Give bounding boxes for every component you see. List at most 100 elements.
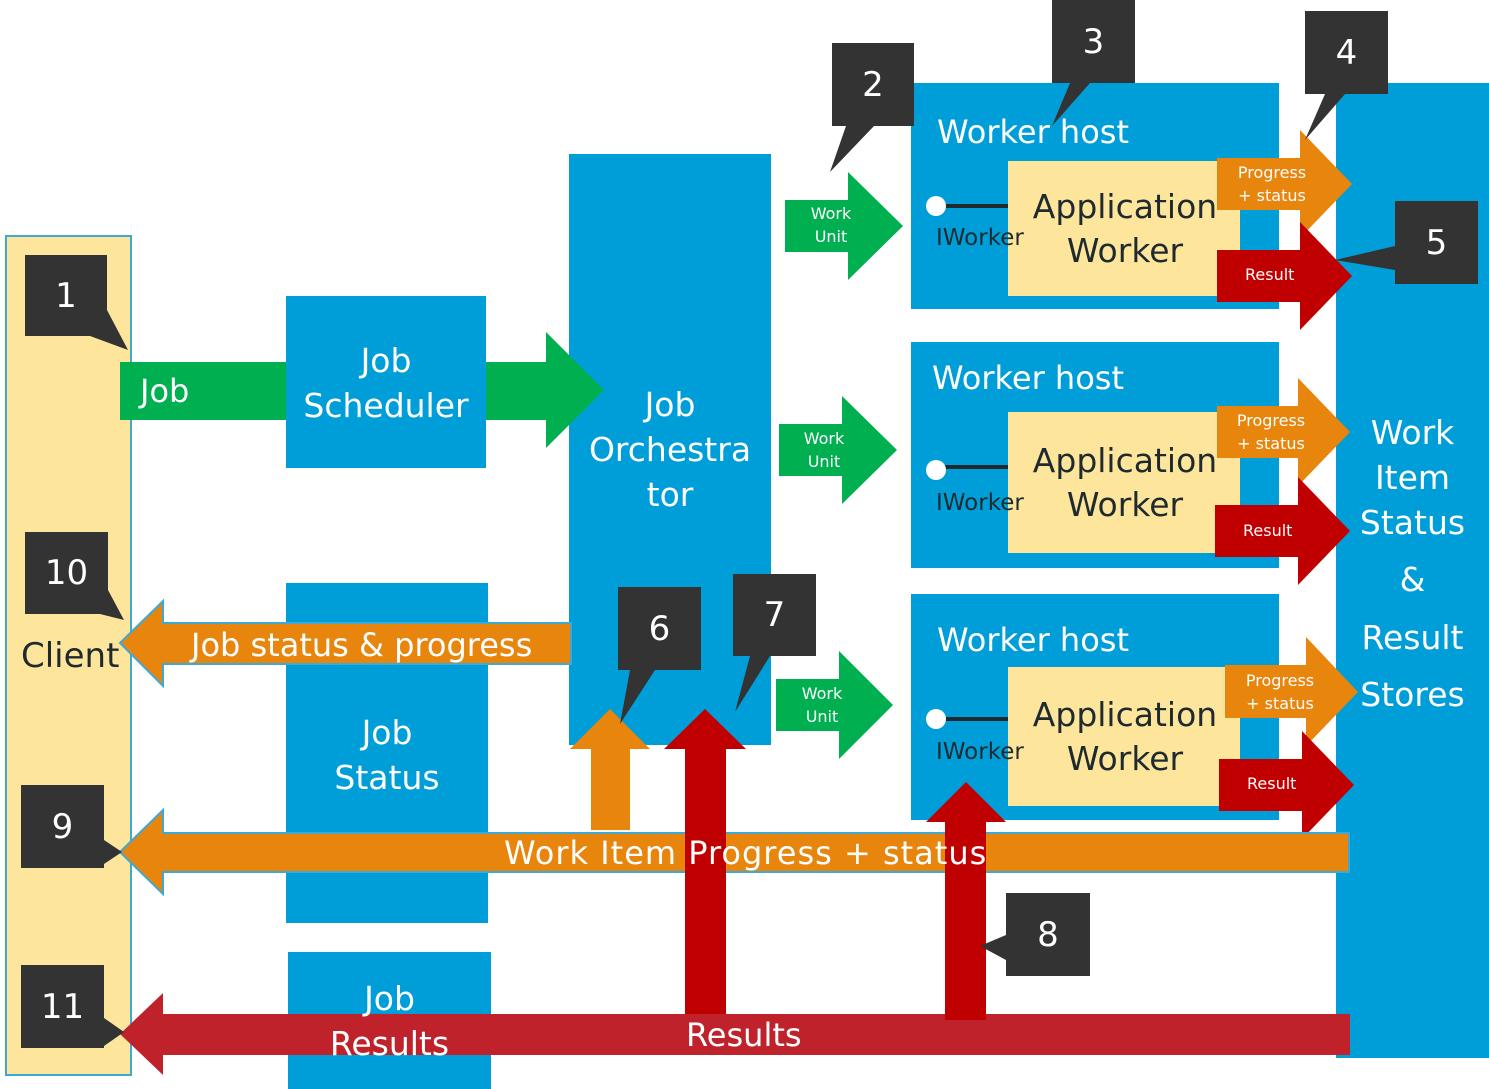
progress-label-3: Progress + status bbox=[1228, 669, 1332, 715]
progress-line1-2: Progress bbox=[1236, 411, 1306, 430]
work-unit-line2-1: Unit bbox=[814, 227, 848, 246]
app-worker-label-1: Application Worker bbox=[1020, 184, 1230, 274]
progress-line2-1: + status bbox=[1238, 186, 1306, 205]
work-unit-line2-2: Unit bbox=[807, 452, 841, 471]
job-status-line2: Status bbox=[334, 758, 440, 797]
client-label: Client bbox=[21, 636, 120, 676]
job-scheduler-label: Job Scheduler bbox=[286, 338, 486, 428]
result-label-1: Result bbox=[1245, 265, 1295, 284]
callout-3: 3 bbox=[1082, 21, 1105, 62]
worker-host-title-2: Worker host bbox=[932, 359, 1124, 397]
job-orchestrator-line2: Orchestra bbox=[588, 430, 752, 469]
callout-5: 5 bbox=[1425, 222, 1448, 263]
job-arrow bbox=[120, 362, 286, 420]
stores-label: Work Item Status & Result Stores bbox=[1336, 413, 1489, 725]
app-worker-line2-1: Worker bbox=[1066, 231, 1184, 270]
job-orchestrator-line3: tor bbox=[646, 475, 694, 514]
callout-10: 10 bbox=[44, 553, 89, 593]
callout-11: 11 bbox=[40, 986, 85, 1027]
job-results-label: Job Results bbox=[288, 976, 491, 1066]
callouts bbox=[21, 0, 1478, 1048]
iworker-port-1 bbox=[926, 196, 946, 216]
stores-line6: Stores bbox=[1360, 675, 1465, 714]
result-label-2: Result bbox=[1243, 521, 1293, 540]
callout-8: 8 bbox=[1037, 914, 1059, 955]
work-unit-line1-1: Work bbox=[810, 204, 852, 223]
app-worker-line1-3: Application bbox=[1032, 695, 1218, 734]
scheduler-to-orchestrator-arrow bbox=[486, 332, 604, 448]
result-arrow-3 bbox=[1219, 731, 1354, 839]
job-scheduler-line1: Job bbox=[360, 341, 412, 380]
work-unit-arrow-3 bbox=[776, 651, 893, 759]
iworker-label-1: IWorker bbox=[936, 225, 1024, 251]
progress-arrow-3 bbox=[1225, 637, 1358, 746]
result-label-3: Result bbox=[1247, 774, 1297, 793]
callout-7: 7 bbox=[763, 595, 786, 635]
app-worker-line2-3: Worker bbox=[1066, 739, 1184, 778]
job-status-label: Job Status bbox=[286, 710, 488, 800]
iworker-label-2: IWorker bbox=[936, 490, 1024, 516]
progress-label-2: Progress + status bbox=[1219, 409, 1323, 455]
callout-4: 4 bbox=[1335, 32, 1358, 73]
stores-line4: & bbox=[1399, 560, 1426, 599]
result-up-arrow bbox=[664, 709, 746, 1014]
results-arrow-label: Results bbox=[686, 1016, 802, 1054]
work-unit-label-3: Work Unit bbox=[779, 682, 865, 728]
work-unit-arrow-1 bbox=[785, 172, 903, 280]
client-panel bbox=[5, 235, 132, 1076]
stores-line3: Status bbox=[1359, 503, 1466, 542]
job-orchestrator-label: Job Orchestra tor bbox=[569, 382, 771, 517]
worker-host-title-1: Worker host bbox=[937, 113, 1129, 151]
job-arrow-label: Job bbox=[140, 372, 190, 410]
job-results-line2: Results bbox=[329, 1024, 450, 1063]
worker-host-title-3: Worker host bbox=[937, 621, 1129, 659]
job-scheduler-line2: Scheduler bbox=[303, 386, 469, 425]
progress-arrow-1 bbox=[1217, 130, 1352, 238]
work-item-progress-label: Work Item Progress + status bbox=[504, 834, 988, 872]
work-unit-label-1: Work Unit bbox=[788, 202, 874, 248]
job-scheduler-box bbox=[286, 296, 486, 468]
results-arrow bbox=[120, 993, 1350, 1075]
progress-line1-3: Progress bbox=[1245, 671, 1315, 690]
result-arrow-1 bbox=[1217, 222, 1352, 330]
callout-1: 1 bbox=[55, 275, 77, 316]
progress-line2-2: + status bbox=[1237, 434, 1305, 453]
app-worker-line2-2: Worker bbox=[1066, 485, 1184, 524]
callout-9: 9 bbox=[51, 806, 74, 847]
application-worker-box-2 bbox=[1008, 412, 1240, 553]
stores-line2: Item bbox=[1374, 458, 1451, 497]
job-status-progress-arrow bbox=[118, 598, 572, 689]
job-status-progress-label: Job status & progress bbox=[191, 626, 533, 664]
work-unit-line2-3: Unit bbox=[805, 707, 839, 726]
app-worker-line1-2: Application bbox=[1032, 441, 1218, 480]
work-unit-line1-3: Work bbox=[801, 684, 843, 703]
progress-label-1: Progress + status bbox=[1220, 161, 1324, 207]
app-worker-label-2: Application Worker bbox=[1020, 438, 1230, 528]
progress-up-arrow bbox=[570, 709, 650, 830]
progress-line2-3: + status bbox=[1246, 694, 1314, 713]
work-unit-line1-2: Work bbox=[803, 429, 845, 448]
app-worker-label-3: Application Worker bbox=[1020, 692, 1230, 782]
iworker-port-3 bbox=[926, 709, 946, 729]
work-unit-label-2: Work Unit bbox=[781, 427, 867, 473]
stores-line5: Result bbox=[1361, 618, 1464, 657]
result-to-worker-arrow bbox=[926, 782, 1006, 1020]
progress-line1-1: Progress bbox=[1237, 163, 1307, 182]
callout-6: 6 bbox=[648, 608, 671, 649]
callout-2: 2 bbox=[862, 64, 884, 105]
application-worker-box-1 bbox=[1008, 161, 1240, 296]
application-worker-box-3 bbox=[1008, 667, 1240, 806]
progress-arrow-2 bbox=[1217, 378, 1350, 486]
app-worker-line1-1: Application bbox=[1032, 187, 1218, 226]
job-status-line1: Job bbox=[361, 713, 413, 752]
iworker-label-3: IWorker bbox=[936, 739, 1024, 765]
work-unit-arrow-2 bbox=[779, 396, 897, 504]
work-item-progress-arrow bbox=[118, 807, 1350, 897]
iworker-port-2 bbox=[926, 460, 946, 480]
job-orchestrator-line1: Job bbox=[644, 385, 696, 424]
result-arrow-2 bbox=[1215, 477, 1350, 585]
stores-line1: Work bbox=[1370, 413, 1455, 452]
job-results-line1: Job bbox=[364, 979, 415, 1018]
